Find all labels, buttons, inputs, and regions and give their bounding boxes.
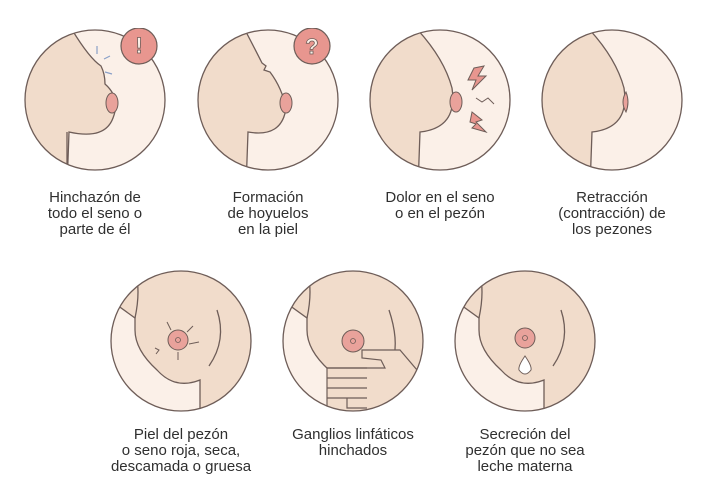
question-badge-icon: ? bbox=[293, 28, 331, 65]
symptom-pain: Dolor en el seno o en el pezón bbox=[354, 28, 526, 222]
retraction-illustration bbox=[541, 29, 683, 171]
symptom-label: Piel del pezón o seno roja, seca, descam… bbox=[110, 426, 252, 475]
skin-changes-illustration bbox=[110, 270, 252, 412]
pain-illustration bbox=[369, 29, 511, 171]
symptom-swelling: ! Hinchazón de todo el seno o parte de é… bbox=[9, 28, 181, 238]
symptom-label: Ganglios linfáticos hinchados bbox=[292, 426, 414, 459]
symptom-skin-changes: Piel del pezón o seno roja, seca, descam… bbox=[95, 270, 267, 475]
symptom-label: Hinchazón de todo el seno o parte de él bbox=[47, 189, 143, 238]
svg-text:?: ? bbox=[305, 34, 318, 59]
lymph-nodes-illustration bbox=[282, 270, 424, 412]
symptom-discharge: Secreción del pezón que no sea leche mat… bbox=[439, 270, 611, 475]
discharge-illustration bbox=[454, 270, 596, 412]
dimpling-illustration: ? bbox=[197, 28, 339, 171]
lightning-pain-icon bbox=[467, 65, 488, 134]
droplet-icon bbox=[518, 355, 532, 375]
symptom-label: Secreción del pezón que no sea leche mat… bbox=[465, 426, 585, 475]
exclamation-badge-icon: ! bbox=[120, 28, 158, 65]
svg-text:!: ! bbox=[135, 33, 142, 58]
symptom-retraction: Retracción (contracción) de los pezones bbox=[526, 28, 698, 238]
symptom-label: Dolor en el seno o en el pezón bbox=[385, 189, 495, 222]
symptom-lymph-nodes: Ganglios linfáticos hinchados bbox=[267, 270, 439, 459]
swelling-illustration: ! bbox=[24, 28, 166, 171]
symptom-label: Retracción (contracción) de los pezones bbox=[558, 189, 666, 238]
symptom-dimpling: ? Formación de hoyuelos en la piel bbox=[182, 28, 354, 238]
symptom-label: Formación de hoyuelos en la piel bbox=[227, 189, 309, 238]
